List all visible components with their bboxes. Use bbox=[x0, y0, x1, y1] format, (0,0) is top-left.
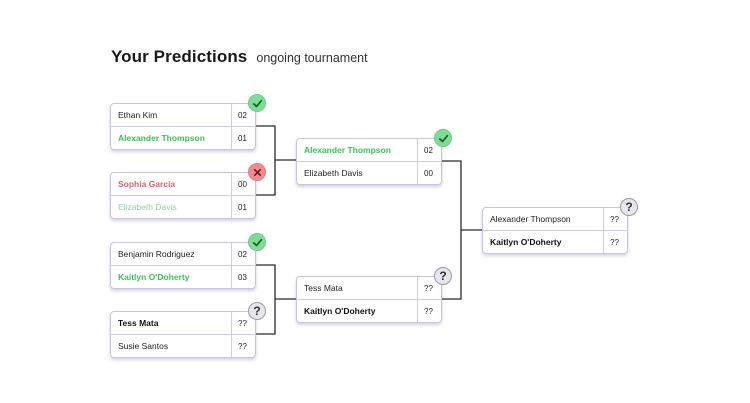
team-score: 02 bbox=[231, 104, 255, 126]
page-subtitle: ongoing tournament bbox=[256, 51, 368, 65]
check-icon bbox=[248, 233, 266, 251]
team-row[interactable]: Kaitlyn O'Doherty ?? bbox=[483, 230, 627, 253]
team-score: ?? bbox=[417, 277, 441, 299]
team-row[interactable]: Alexander Thompson 02 bbox=[297, 139, 441, 161]
team-row[interactable]: Alexander Thompson 01 bbox=[111, 126, 255, 149]
team-name: Susie Santos bbox=[118, 341, 169, 351]
team-row[interactable]: Tess Mata ?? bbox=[297, 277, 441, 299]
team-name: Tess Mata bbox=[304, 283, 343, 293]
cross-icon bbox=[248, 163, 266, 181]
team-score: ?? bbox=[231, 312, 255, 334]
match-card[interactable]: Sophia Garcia 00 Elizabeth Davis 01 bbox=[110, 163, 266, 219]
team-score: ?? bbox=[603, 208, 627, 230]
team-row[interactable]: Alexander Thompson ?? bbox=[483, 208, 627, 230]
team-name: Elizabeth Davis bbox=[118, 202, 177, 212]
team-name: Tess Mata bbox=[118, 318, 159, 328]
team-name: Alexander Thompson bbox=[304, 145, 391, 155]
team-name: Benjamin Rodriguez bbox=[118, 249, 195, 259]
match-card[interactable]: Benjamin Rodriguez 02 Kaitlyn O'Doherty … bbox=[110, 233, 266, 289]
check-icon bbox=[248, 94, 266, 112]
team-score: 00 bbox=[417, 162, 441, 184]
match-card[interactable]: Ethan Kim 02 Alexander Thompson 01 bbox=[110, 94, 266, 150]
team-row[interactable]: Ethan Kim 02 bbox=[111, 104, 255, 126]
team-row[interactable]: Elizabeth Davis 01 bbox=[111, 195, 255, 218]
team-score: 01 bbox=[231, 196, 255, 218]
connector-r1-top bbox=[256, 125, 276, 196]
team-name: Kaitlyn O'Doherty bbox=[118, 272, 190, 282]
team-row[interactable]: Tess Mata ?? bbox=[111, 312, 255, 334]
team-name: Alexander Thompson bbox=[118, 133, 205, 143]
team-score: 03 bbox=[231, 266, 255, 288]
team-row[interactable]: Susie Santos ?? bbox=[111, 334, 255, 357]
team-score: 02 bbox=[231, 243, 255, 265]
match-card[interactable]: Tess Mata ?? Susie Santos ?? ? bbox=[110, 302, 266, 358]
team-score: ?? bbox=[603, 231, 627, 253]
team-score: ?? bbox=[417, 300, 441, 322]
match-card[interactable]: Alexander Thompson ?? Kaitlyn O'Doherty … bbox=[482, 198, 638, 254]
connector-r1-bottom bbox=[256, 264, 276, 335]
team-score: ?? bbox=[231, 335, 255, 357]
match-card[interactable]: Tess Mata ?? Kaitlyn O'Doherty ?? ? bbox=[296, 267, 452, 323]
question-icon: ? bbox=[620, 198, 638, 216]
team-row[interactable]: Benjamin Rodriguez 02 bbox=[111, 243, 255, 265]
page-header: Your Predictions ongoing tournament bbox=[111, 47, 368, 67]
team-name: Kaitlyn O'Doherty bbox=[490, 237, 562, 247]
team-row[interactable]: Sophia Garcia 00 bbox=[111, 173, 255, 195]
team-name: Elizabeth Davis bbox=[304, 168, 363, 178]
team-name: Ethan Kim bbox=[118, 110, 158, 120]
question-icon: ? bbox=[434, 267, 452, 285]
team-name: Sophia Garcia bbox=[118, 179, 176, 189]
team-row[interactable]: Kaitlyn O'Doherty 03 bbox=[111, 265, 255, 288]
team-score: 02 bbox=[417, 139, 441, 161]
question-icon: ? bbox=[248, 302, 266, 320]
check-icon bbox=[434, 129, 452, 147]
team-score: 00 bbox=[231, 173, 255, 195]
page-title: Your Predictions bbox=[111, 47, 248, 66]
team-row[interactable]: Kaitlyn O'Doherty ?? bbox=[297, 299, 441, 322]
team-name: Alexander Thompson bbox=[490, 214, 571, 224]
team-score: 01 bbox=[231, 127, 255, 149]
team-row[interactable]: Elizabeth Davis 00 bbox=[297, 161, 441, 184]
team-name: Kaitlyn O'Doherty bbox=[304, 306, 376, 316]
match-card[interactable]: Alexander Thompson 02 Elizabeth Davis 00 bbox=[296, 129, 452, 185]
